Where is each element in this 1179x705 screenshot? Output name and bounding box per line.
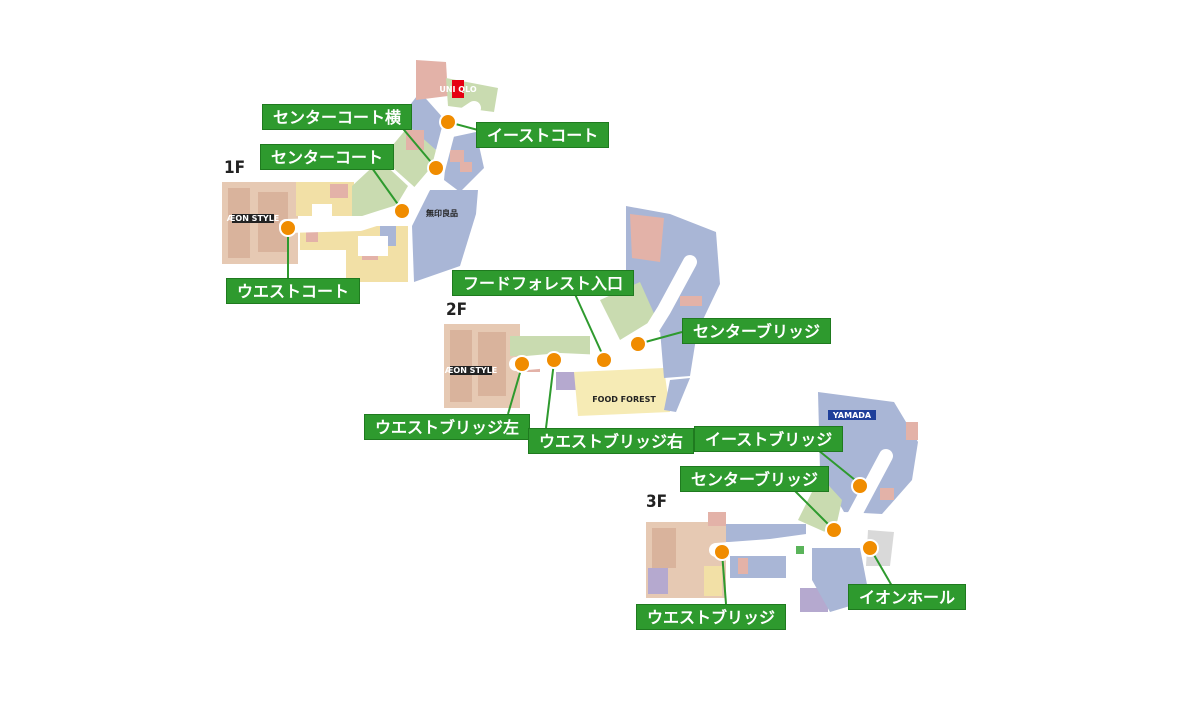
marker-aeon-hall[interactable] [861,539,879,557]
spot-label-east-court[interactable]: イーストコート [476,122,610,148]
floor-label-2f: 2F [446,300,468,320]
spot-label-west-bridge-3f[interactable]: ウエストブリッジ [636,604,787,630]
store-yamada: YAMADA [832,411,872,420]
marker-food-forest-entrance[interactable] [595,351,613,369]
marker-east-bridge[interactable] [851,477,869,495]
floor-label-3f: 3F [646,492,668,512]
floor-1f-plan: ÆON STYLE 無印良品 UNI QLO [222,60,498,282]
spot-label-west-bridge-left[interactable]: ウエストブリッジ左 [364,414,531,440]
spot-label-center-bridge-2f[interactable]: センターブリッジ [682,318,832,344]
spot-label-east-bridge[interactable]: イーストブリッジ [694,426,844,452]
spot-label-center-bridge-3f[interactable]: センターブリッジ [680,466,830,492]
leader-lines [287,117,893,605]
store-aeon-style-2f: ÆON STYLE [445,366,498,375]
floor-label-1f: 1F [224,158,246,178]
spot-label-center-court-side[interactable]: センターコート横 [262,104,413,130]
spot-label-west-court[interactable]: ウエストコート [226,278,361,304]
marker-center-bridge-3f[interactable] [825,521,843,539]
marker-center-court[interactable] [393,202,411,220]
spot-label-west-bridge-right[interactable]: ウエストブリッジ右 [528,428,695,454]
floor-3f-plan: YAMADA [646,392,918,612]
store-muji: 無印良品 [426,208,458,218]
store-uniqlo: UNI QLO [439,85,477,94]
store-aeon-style-1f: ÆON STYLE [227,214,280,223]
marker-west-court[interactable] [279,219,297,237]
marker-center-bridge-2f[interactable] [629,335,647,353]
spot-label-aeon-hall[interactable]: イオンホール [848,584,967,610]
marker-west-bridge-right[interactable] [545,351,563,369]
marker-west-bridge-3f[interactable] [713,543,731,561]
marker-east-court[interactable] [439,113,457,131]
location-markers [279,113,879,561]
store-food-forest: FOOD FOREST [592,395,656,404]
spot-label-food-forest-entrance[interactable]: フードフォレスト入口 [452,270,635,296]
marker-west-bridge-left[interactable] [513,355,531,373]
spot-label-center-court[interactable]: センターコート [260,144,395,170]
marker-center-court-side[interactable] [427,159,445,177]
